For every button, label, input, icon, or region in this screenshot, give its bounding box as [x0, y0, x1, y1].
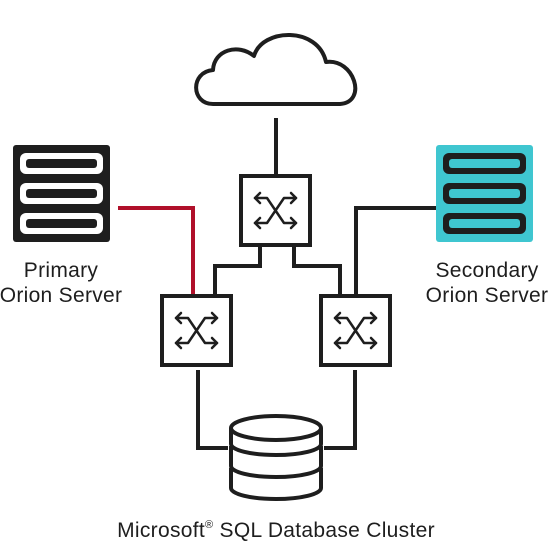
connection-lines	[118, 118, 436, 450]
core-to-right-switch-link	[292, 245, 342, 296]
switch-icon	[160, 294, 233, 367]
primary-server-link	[118, 206, 195, 296]
server-icon	[13, 145, 110, 242]
right-switch	[319, 294, 392, 367]
primary-label-line1: Primary	[24, 259, 99, 282]
secondary-label-line2: Orion Server	[426, 284, 549, 307]
server-icon	[436, 145, 533, 242]
secondary-server	[436, 145, 533, 242]
right-switch-to-database-link	[324, 370, 357, 450]
left-switch-to-database-link	[196, 370, 228, 450]
core-to-left-switch-link	[213, 245, 262, 296]
database-icon	[229, 414, 323, 501]
secondary-label-line1: Secondary	[435, 259, 538, 282]
core-switch	[239, 174, 312, 247]
database-label: Microsoft® SQL Database Cluster	[117, 519, 435, 542]
database	[229, 414, 323, 501]
database-label-rest: SQL Database Cluster	[213, 519, 434, 542]
secondary-server-link	[354, 206, 436, 296]
switch-icon	[319, 294, 392, 367]
cloud-icon	[194, 33, 358, 106]
primary-label-line2: Orion Server	[0, 284, 122, 307]
switch-icon	[239, 174, 312, 247]
database-label-brand: Microsoft	[117, 519, 205, 542]
left-switch	[160, 294, 233, 367]
registered-mark: ®	[205, 519, 213, 531]
primary-server	[13, 145, 110, 242]
